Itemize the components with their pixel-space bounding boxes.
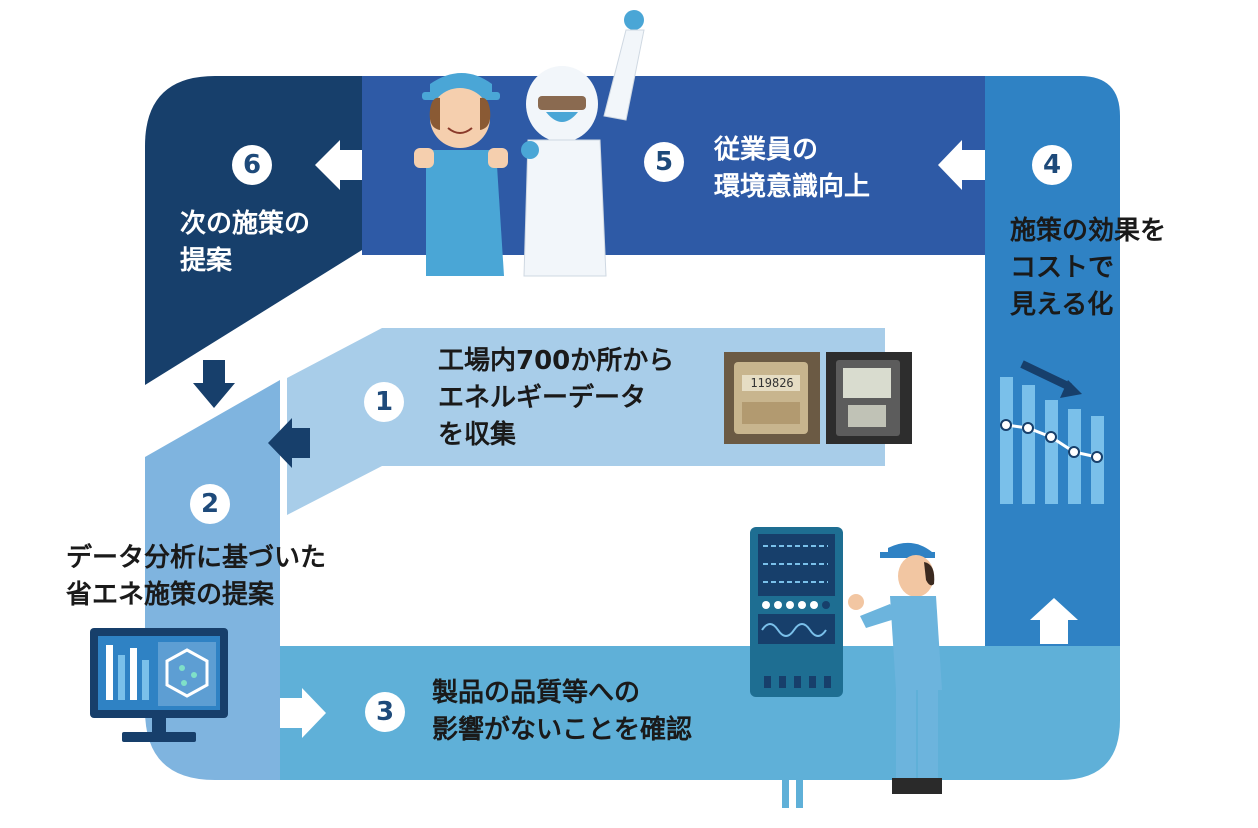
band-step-6 — [145, 76, 362, 385]
step-4-line: コストで — [1010, 253, 1115, 283]
step-1-line: 工場内700か所から — [438, 346, 675, 376]
step-6-line: 提案 — [180, 246, 233, 276]
step-2-line: データ分析に基づいた — [66, 543, 327, 573]
step-4-label: 施策の効果を コストで 見える化 — [1010, 213, 1166, 324]
cost-trend-chart-icon — [1000, 377, 1104, 504]
down-trend-arrow-icon — [1020, 360, 1082, 398]
arrow-down-icon — [193, 360, 235, 408]
step-5-label: 従業員の 環境意識向上 — [714, 132, 870, 206]
step-1-line: エネルギーデータ — [438, 383, 647, 413]
step-3-line: 製品の品質等への — [432, 678, 641, 708]
step-number-badge: 1 — [364, 382, 404, 422]
step-2-label: データ分析に基づいた 省エネ施策の提案 — [66, 540, 326, 614]
worker-cap-icon — [414, 73, 508, 276]
arrow-left-icon — [938, 140, 985, 190]
arrow-right-icon — [280, 688, 326, 738]
step-number-badge: 5 — [644, 142, 684, 182]
meter-reading: 119826 — [750, 376, 794, 390]
step-2-line: 省エネ施策の提案 — [66, 580, 275, 610]
band-step-3 — [280, 646, 1120, 780]
step-3-label: 製品の品質等への 影響がないことを確認 — [432, 675, 692, 749]
step-1-line: を収集 — [438, 420, 517, 450]
step-number-badge: 3 — [365, 692, 405, 732]
control-panel-icon — [750, 527, 843, 808]
meter-photo-2 — [826, 352, 912, 444]
arrow-left-icon — [315, 140, 362, 190]
step-5-line: 従業員の — [714, 135, 819, 165]
pointing-worker-icon — [848, 542, 942, 794]
step-6-line: 次の施策の — [180, 209, 311, 239]
step-6-label: 次の施策の 提案 — [180, 206, 310, 280]
step-5-line: 環境意識向上 — [714, 172, 871, 202]
step-1-label: 工場内700か所から エネルギーデータ を収集 — [438, 343, 674, 454]
step-number-badge: 6 — [232, 145, 272, 185]
meter-photo-1 — [724, 352, 820, 444]
analysis-monitor-icon — [90, 628, 228, 742]
step-3-line: 影響がないことを確認 — [432, 715, 693, 745]
cleanroom-worker-icon — [521, 10, 645, 277]
trend-points-icon — [1000, 419, 1103, 463]
step-number-badge: 2 — [190, 484, 230, 524]
arrow-left-icon — [268, 418, 310, 468]
band-step-4 — [985, 76, 1120, 646]
arrow-up-icon — [1030, 598, 1078, 644]
step-4-line: 施策の効果を — [1010, 216, 1167, 246]
step-number-badge: 4 — [1032, 145, 1072, 185]
step-4-line: 見える化 — [1010, 290, 1114, 320]
